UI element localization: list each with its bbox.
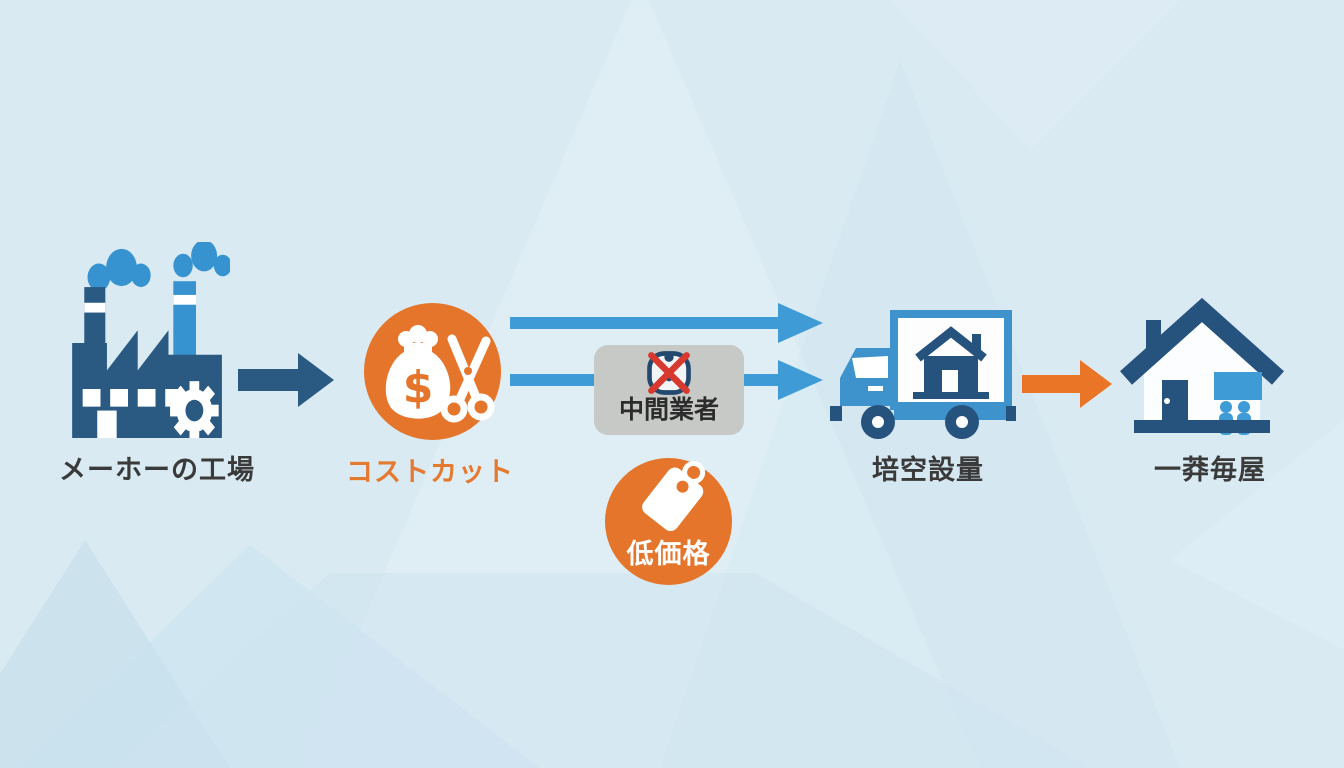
factory-smoke-icon (87, 242, 230, 291)
cost-cut-circle: $ (364, 303, 501, 440)
factory-label: メーホーの工場 (59, 455, 255, 486)
low-price-circle: 低価格 (605, 458, 732, 585)
low-price-label: 低価格 (626, 539, 711, 570)
factory-to-costcut-arrow (238, 353, 334, 407)
middleman-box: 中間業者 (594, 345, 744, 435)
red-cross-icon (648, 352, 690, 394)
svg-text:$: $ (403, 362, 434, 413)
delivery-to-home-arrow (1022, 360, 1112, 408)
house-family-icon (1120, 297, 1284, 435)
truck-wheels (861, 405, 979, 439)
scissors-icon (440, 334, 495, 423)
house-window (1214, 372, 1262, 400)
factory-chimney-right (173, 281, 196, 362)
price-tag-icon (642, 460, 706, 532)
factory-door (97, 410, 117, 438)
delivery-truck-icon (830, 310, 1016, 439)
money-bag-icon: $ (385, 325, 451, 419)
truck-windshield (852, 356, 888, 378)
gear-icon (170, 381, 219, 438)
house-roof (1120, 297, 1284, 385)
truck-house-icon (913, 326, 989, 399)
money-bag-scissors-icon: $ (385, 325, 495, 423)
middleman-label: 中間業者 (618, 395, 719, 424)
home-label: 一莽毎屋 (1154, 455, 1266, 486)
direct-arrow-top (510, 303, 823, 343)
house-base (1134, 420, 1270, 433)
cost-cut-label: コストカット (346, 457, 514, 488)
delivery-label: 培空設量 (872, 455, 984, 486)
factory-icon (72, 242, 230, 438)
no-middleman-icon (647, 351, 691, 395)
